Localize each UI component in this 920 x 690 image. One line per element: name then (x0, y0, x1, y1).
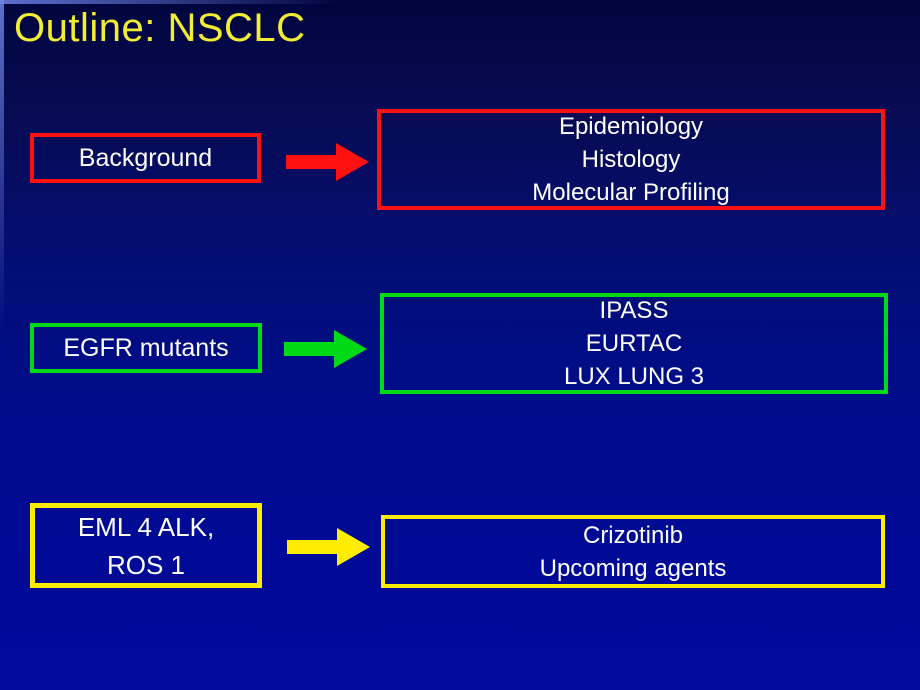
topic-box-eml4-alk-ros1: EML 4 ALK, ROS 1 (30, 503, 262, 588)
topic-box-egfr-mutants: EGFR mutants (30, 323, 262, 373)
detail-line: Crizotinib (582, 521, 684, 549)
detail-line: Histology (581, 146, 681, 173)
arrow-shaft (287, 540, 338, 554)
arrow-icon-yellow (287, 528, 370, 566)
detail-box-egfr-trials: IPASS EURTAC LUX LUNG 3 (380, 293, 888, 394)
detail-line: EURTAC (585, 330, 683, 357)
arrow-shaft (284, 342, 335, 356)
arrow-head (337, 528, 370, 566)
detail-line: LUX LUNG 3 (563, 363, 705, 390)
topic-box-background: Background (30, 133, 261, 183)
detail-line: IPASS (599, 297, 669, 324)
detail-line: Upcoming agents (539, 554, 727, 582)
arrow-head (334, 330, 367, 368)
left-edge-glow (0, 0, 4, 330)
detail-line: Molecular Profiling (532, 179, 730, 206)
slide-title: Outline: NSCLC (14, 6, 306, 50)
arrow-head (336, 143, 369, 181)
detail-box-alk-agents: Crizotinib Upcoming agents (381, 515, 885, 588)
arrow-icon-green (284, 330, 367, 368)
detail-line: Epidemiology (558, 113, 704, 140)
arrow-shaft (286, 155, 337, 169)
detail-box-background: Epidemiology Histology Molecular Profili… (377, 109, 885, 210)
top-edge-glow (0, 0, 340, 4)
arrow-icon-red (286, 143, 369, 181)
